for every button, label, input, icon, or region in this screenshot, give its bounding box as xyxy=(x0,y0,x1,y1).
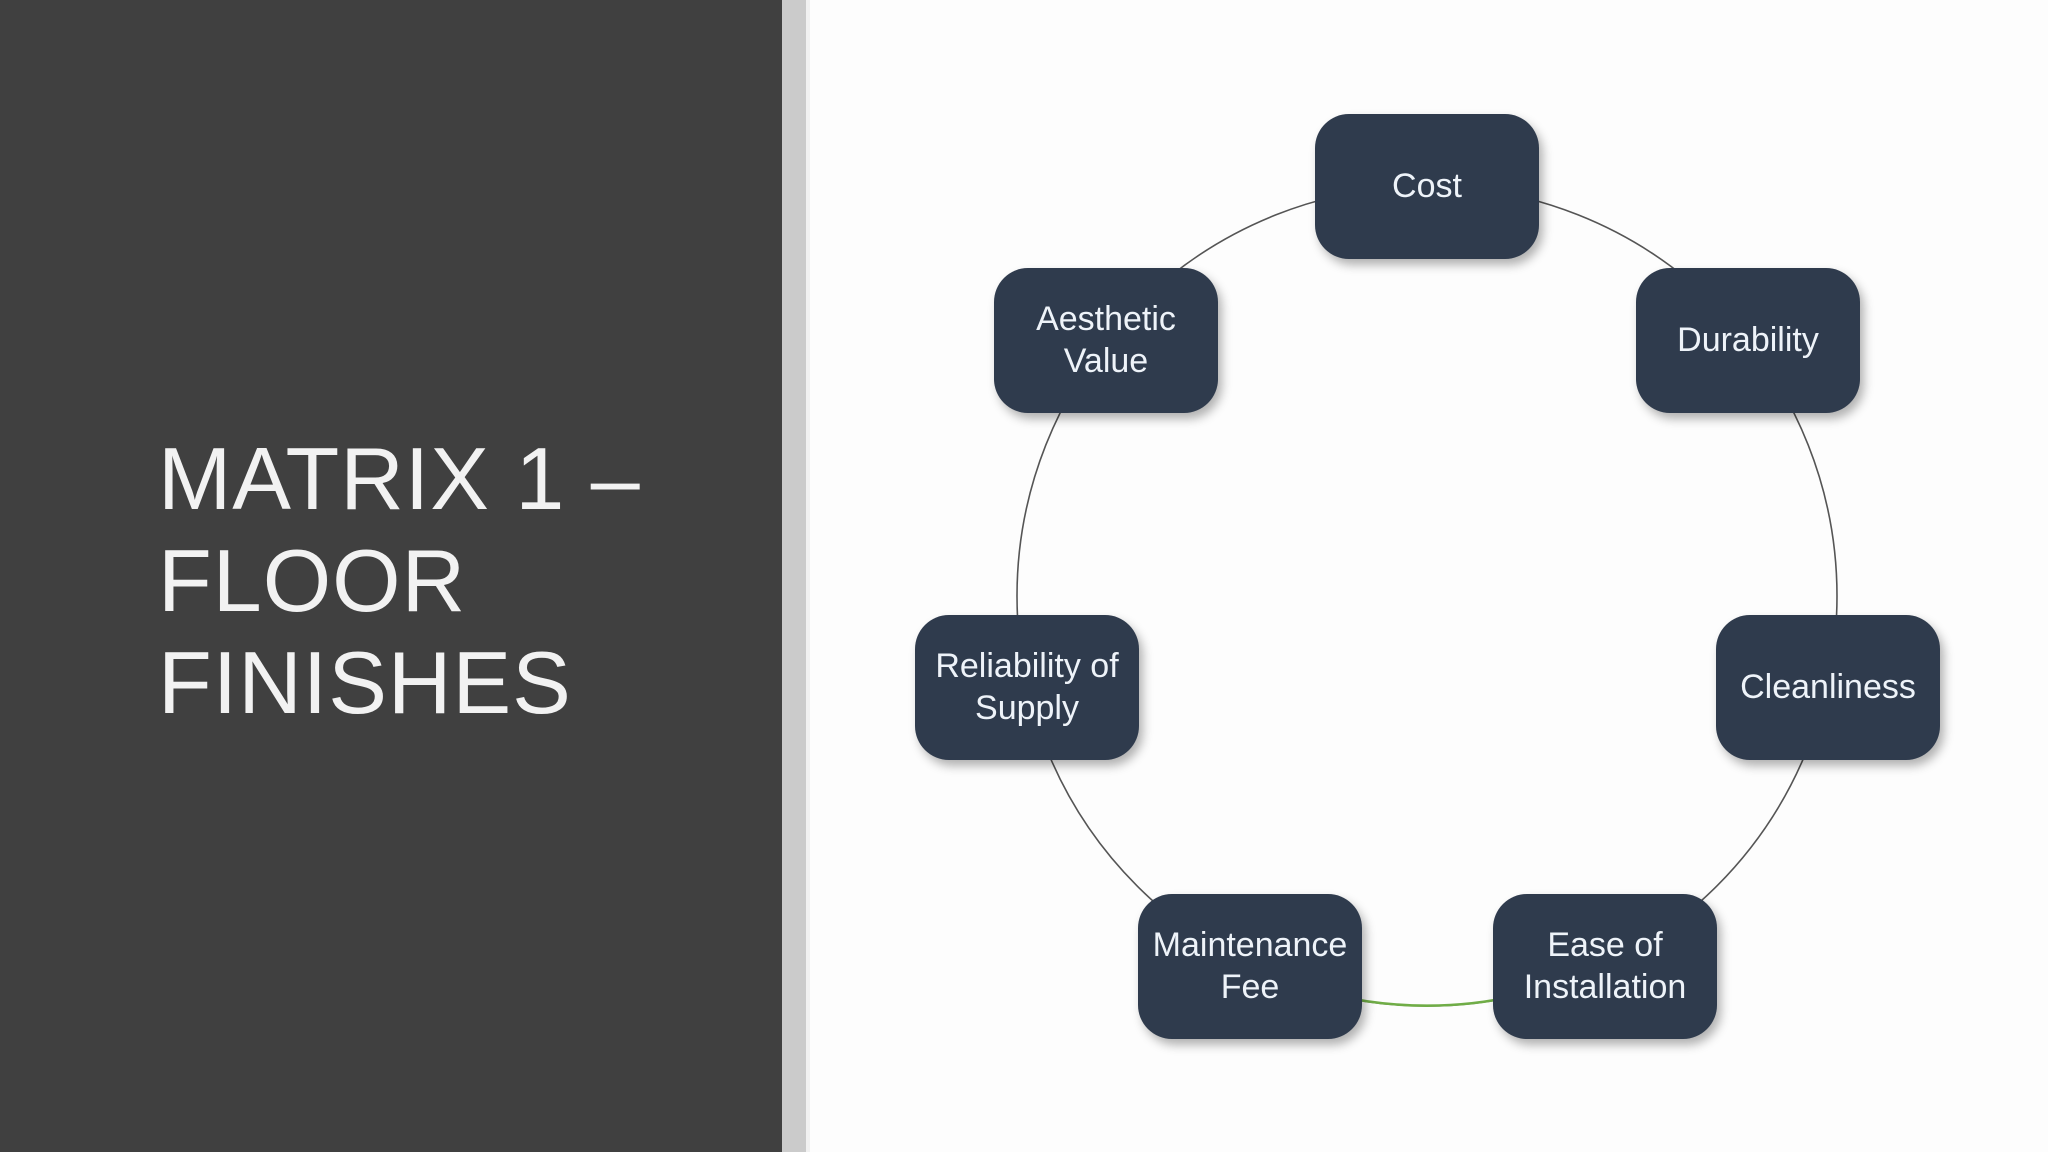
node-aesthetic-value-label: Aesthetic Value xyxy=(1036,300,1176,380)
node-reliability-of-supply-label: Reliability of Supply xyxy=(935,647,1119,727)
node-durability-label: Durability xyxy=(1677,320,1819,359)
slide-title: MATRIX 1 – FLOOR FINISHES xyxy=(158,428,738,734)
node-aesthetic-value: Aesthetic Value xyxy=(994,268,1218,413)
node-ease-of-installation: Ease of Installation xyxy=(1493,894,1717,1039)
node-ease-of-installation-label: Ease of Installation xyxy=(1523,926,1687,1006)
node-maintenance-fee: Maintenance Fee xyxy=(1138,894,1362,1039)
slide-title-line-3: FINISHES xyxy=(158,633,572,733)
title-panel xyxy=(0,0,782,1152)
node-maintenance-fee-label: Maintenance Fee xyxy=(1152,926,1348,1006)
node-durability: Durability xyxy=(1636,268,1860,413)
node-cleanliness: Cleanliness xyxy=(1716,615,1940,760)
slide-title-line-2: FLOOR xyxy=(158,531,467,631)
panel-divider xyxy=(782,0,810,1152)
node-cleanliness-label: Cleanliness xyxy=(1740,667,1916,706)
node-cost-label: Cost xyxy=(1392,166,1462,205)
slide-title-line-1: MATRIX 1 – xyxy=(158,429,641,528)
node-reliability-of-supply: Reliability of Supply xyxy=(915,615,1139,760)
node-cost: Cost xyxy=(1315,114,1539,259)
